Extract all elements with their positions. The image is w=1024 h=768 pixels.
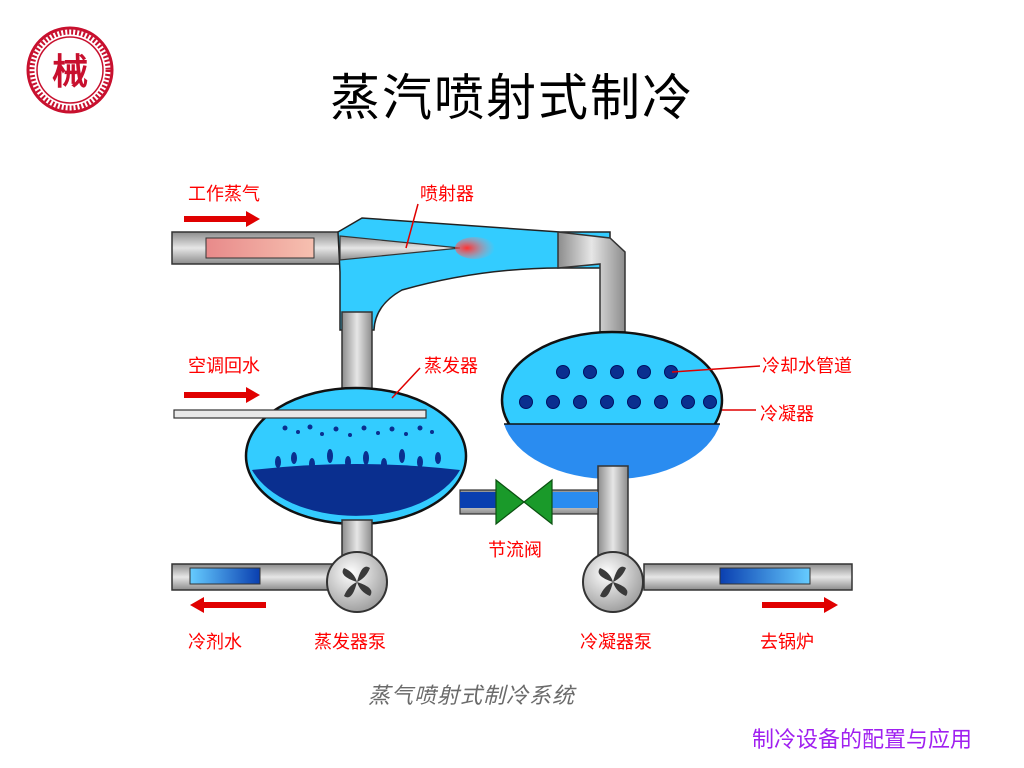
label-to-boiler: 去锅炉 (760, 632, 814, 653)
ac-in-arrow (184, 387, 260, 403)
ejector-nozzle (339, 235, 461, 261)
chilled-out-arrow (190, 597, 266, 613)
label-evaporator-pump: 蒸发器泵 (314, 632, 386, 653)
label-cooling-water-pipe: 冷却水管道 (762, 356, 852, 377)
label-chilled-water: 冷剂水 (188, 632, 242, 653)
condenser-liquid (504, 424, 720, 480)
steam-inlet-fill (205, 237, 315, 259)
label-working-steam: 工作蒸气 (188, 184, 260, 205)
label-throttle-valve: 节流阀 (488, 540, 542, 561)
steam-jet (455, 237, 495, 259)
steam-in-arrow (184, 211, 260, 227)
cooling-tubes (519, 365, 717, 409)
label-evaporator: 蒸发器 (424, 356, 478, 377)
diagram-frame: 工作蒸气 喷射器 空调回水 蒸发器 冷却水管道 冷凝器 节流阀 冷剂水 蒸发器泵… (170, 140, 860, 720)
ejector-refrigeration-diagram (171, 203, 853, 613)
footer-course-title: 制冷设备的配置与应用 (751, 728, 972, 753)
label-ac-return-water: 空调回水 (188, 356, 260, 377)
spray-droplets (275, 424, 441, 470)
diagram-caption: 蒸气喷射式制冷系统 (368, 684, 576, 709)
throttle-valve (495, 478, 553, 526)
boiler-out-arrow (762, 597, 838, 613)
flow-arrows (184, 211, 838, 613)
page-title: 蒸汽喷射式制冷 (330, 69, 694, 127)
label-condenser-pump: 冷凝器泵 (580, 632, 652, 653)
chilled-water-fill (189, 567, 261, 585)
valve-left-water (460, 492, 500, 508)
to-boiler-fill (719, 567, 811, 585)
valve-right-water (548, 492, 598, 508)
label-condenser: 冷凝器 (760, 404, 814, 425)
condenser-drain-pipe (597, 465, 629, 561)
logo-glyph: 械 (52, 51, 88, 93)
school-logo: 械 (26, 26, 114, 114)
evaporator-vapor-pipe (341, 311, 373, 399)
evaporator-liquid (252, 464, 460, 516)
ac-return-pipe (173, 409, 427, 419)
label-ejector: 喷射器 (420, 184, 474, 205)
